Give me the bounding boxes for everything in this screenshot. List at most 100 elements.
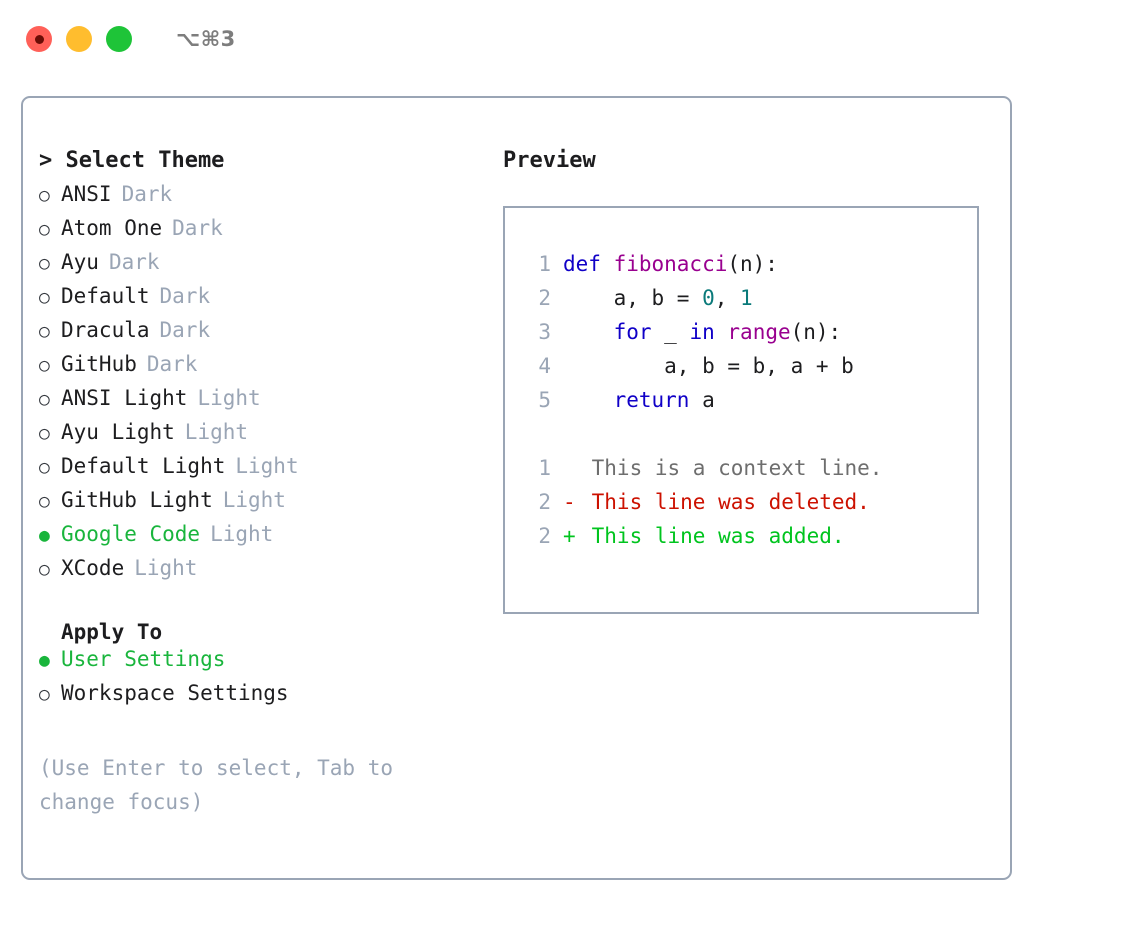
- diff-marker: -: [563, 490, 576, 514]
- theme-option-ansi-light[interactable]: ○ ANSI Light Light: [39, 386, 469, 420]
- radio-unselected-icon: ○: [39, 321, 50, 342]
- code-line-text: for _ in range(n):: [563, 320, 842, 344]
- code-token-pl: a: [689, 388, 715, 412]
- minimize-button[interactable]: [66, 26, 92, 52]
- radio-selected-icon: ●: [39, 650, 50, 671]
- theme-option-label: Google Code: [61, 522, 201, 546]
- theme-variant-badge: Dark: [159, 318, 211, 342]
- diff-line-ctx: 1 This is a context line.: [505, 456, 977, 490]
- theme-variant-badge: Light: [235, 454, 299, 478]
- line-number: 1: [538, 456, 551, 480]
- code-diff-separator: [505, 422, 977, 456]
- apply-to-option-label: Workspace Settings: [61, 681, 289, 705]
- theme-variant-badge: Dark: [121, 182, 173, 206]
- apply-to-option-user-settings[interactable]: ● User Settings: [39, 647, 469, 681]
- theme-option-label: Default Light: [61, 454, 226, 478]
- radio-unselected-icon: ○: [39, 389, 50, 410]
- code-token-num: 0: [702, 286, 715, 310]
- theme-option-label: Ayu Light: [61, 420, 175, 444]
- theme-option-atom-one[interactable]: ○ Atom One Dark: [39, 216, 469, 250]
- theme-option-label: Dracula: [61, 318, 150, 342]
- diff-marker: [563, 456, 579, 480]
- radio-unselected-icon: ○: [39, 219, 50, 240]
- code-token-pl: [563, 320, 614, 344]
- code-token-pl: (n):: [790, 320, 842, 344]
- theme-variant-badge: Light: [134, 556, 198, 580]
- code-line-text: return a: [563, 388, 715, 412]
- theme-variant-badge: Light: [222, 488, 286, 512]
- close-button[interactable]: [26, 26, 52, 52]
- apply-to-section: Apply To ● User Settings ○ Workspace Settin…: [39, 620, 469, 715]
- theme-variant-badge: Dark: [146, 352, 198, 376]
- code-token-fn: fibonacci: [613, 252, 728, 276]
- code-token-fn: range: [727, 320, 791, 344]
- theme-variant-badge: Light: [210, 522, 274, 546]
- maximize-button[interactable]: [106, 26, 132, 52]
- code-token-pl: [715, 320, 728, 344]
- radio-unselected-icon: ○: [39, 287, 50, 308]
- code-token-pl: _: [651, 320, 690, 344]
- theme-variant-badge: Dark: [172, 216, 223, 240]
- theme-variant-badge: Light: [184, 420, 249, 444]
- apply-to-heading: Apply To: [61, 620, 163, 644]
- theme-option-label: ANSI Light: [61, 386, 188, 410]
- theme-option-label: Ayu: [61, 250, 99, 274]
- theme-variant-badge: Dark: [159, 284, 211, 308]
- line-number: 3: [538, 320, 551, 344]
- theme-variant-badge: Light: [197, 386, 261, 410]
- code-token-kw: in: [689, 320, 715, 344]
- diff-sample: 1 This is a context line.2- This line wa…: [505, 456, 977, 558]
- window-controls: [26, 26, 132, 52]
- theme-option-github[interactable]: ○ GitHub Dark: [39, 352, 469, 386]
- code-token-pl: ,: [714, 286, 741, 310]
- code-token-num: 1: [740, 286, 753, 310]
- keyboard-shortcut-label: ⌥⌘3: [176, 27, 236, 51]
- line-number: 1: [538, 252, 551, 276]
- diff-line-text: This is a context line.: [579, 456, 883, 480]
- code-token-pl: (n):: [727, 252, 778, 276]
- code-token-pl: [563, 388, 614, 412]
- line-number: 2: [538, 490, 551, 514]
- radio-unselected-icon: ○: [39, 355, 50, 376]
- radio-unselected-icon: ○: [39, 559, 50, 580]
- theme-option-label: Default: [61, 284, 150, 308]
- code-token-kw: def: [563, 252, 614, 276]
- code-line: 3 for _ in range(n):: [505, 320, 977, 354]
- radio-unselected-icon: ○: [39, 491, 50, 512]
- diff-marker: +: [563, 524, 576, 548]
- select-theme-heading: > Select Theme: [39, 148, 225, 173]
- theme-option-label: GitHub: [61, 352, 137, 376]
- theme-option-label: Atom One: [61, 216, 163, 240]
- code-token-pl: a, b =: [563, 286, 703, 310]
- apply-to-option-list[interactable]: ● User Settings ○ Workspace Settings: [39, 647, 469, 715]
- code-line-text: a, b = 0, 1: [563, 286, 753, 310]
- apply-to-option-label: User Settings: [61, 647, 226, 671]
- apply-to-option-workspace-settings[interactable]: ○ Workspace Settings: [39, 681, 469, 715]
- line-number: 4: [538, 354, 551, 378]
- radio-unselected-icon: ○: [39, 253, 50, 274]
- diff-line-del: 2- This line was deleted.: [505, 490, 977, 524]
- code-line: 2 a, b = 0, 1: [505, 286, 977, 320]
- diff-line-text: This line was added.: [579, 524, 845, 548]
- theme-option-default[interactable]: ○ Default Dark: [39, 284, 469, 318]
- preview-heading: Preview: [503, 148, 596, 173]
- keyboard-hint-text: (Use Enter to select, Tab to change focu…: [39, 756, 406, 814]
- radio-unselected-icon: ○: [39, 684, 50, 705]
- code-line-text: def fibonacci(n):: [563, 252, 778, 276]
- code-token-pl: a, b = b, a + b: [563, 354, 854, 378]
- theme-option-dracula[interactable]: ○ Dracula Dark: [39, 318, 469, 352]
